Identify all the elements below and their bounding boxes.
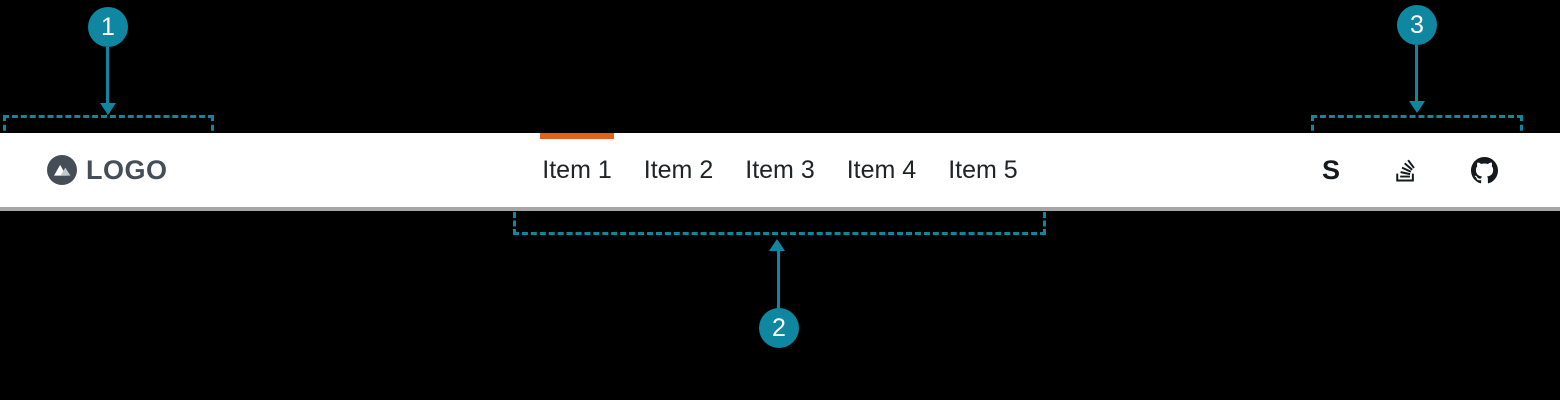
callout-3-arrowhead-icon (1409, 101, 1425, 113)
nav-item-2[interactable]: Item 2 (643, 155, 714, 184)
callout-3-badge: 3 (1397, 5, 1437, 45)
callout-2-arrow-stem (777, 251, 780, 309)
nav-item-4[interactable]: Item 4 (846, 155, 917, 184)
navbar: LOGO Item 1 Item 2 Item 3 Item 4 Item 5 … (0, 133, 1560, 211)
navbar-brand[interactable]: LOGO (47, 133, 168, 207)
mountain-logo-icon (47, 155, 77, 185)
s-letter-icon-link[interactable]: S (1322, 154, 1341, 185)
nav-item-3[interactable]: Item 3 (745, 155, 815, 184)
stackoverflow-icon (1396, 159, 1415, 181)
brand-label: LOGO (86, 154, 168, 185)
nav-item-5[interactable]: Item 5 (948, 155, 1018, 184)
s-letter-icon: S (1322, 154, 1341, 185)
callout-2-badge: 2 (759, 308, 799, 348)
navbar-icon-links: S (1322, 133, 1498, 207)
stackoverflow-icon-link[interactable] (1396, 158, 1415, 183)
callout-1-arrowhead-icon (100, 103, 116, 115)
github-icon-link[interactable] (1470, 156, 1498, 184)
github-icon (1470, 156, 1498, 183)
callout-3-arrow-stem (1415, 45, 1418, 102)
callout-1-arrow-stem (106, 47, 109, 104)
navbar-nav: Item 1 Item 2 Item 3 Item 4 Item 5 (514, 133, 1046, 207)
callout-1-badge: 1 (88, 7, 128, 47)
callout-2-arrowhead-icon (769, 239, 785, 251)
nav-item-1[interactable]: Item 1 (540, 133, 614, 207)
